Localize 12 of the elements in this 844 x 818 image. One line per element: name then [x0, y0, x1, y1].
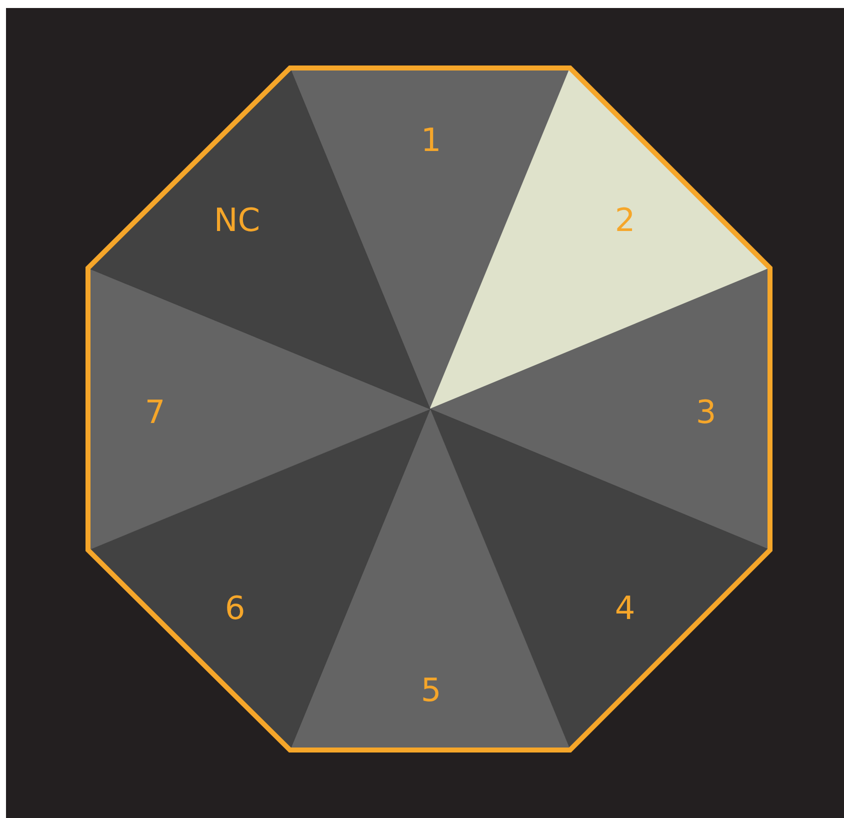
segment-label: 1: [420, 124, 442, 156]
segment-label: 5: [420, 674, 442, 706]
octagon-segment: [290, 68, 570, 409]
segment-label: 3: [696, 396, 716, 428]
octagon-segment: [430, 268, 770, 550]
segment-label: NC: [214, 204, 260, 236]
segment-label: 2: [614, 204, 636, 236]
octagon-segment: [88, 268, 430, 550]
segment-label: 4: [614, 592, 636, 624]
segment-label: 6: [224, 592, 246, 624]
octagon-segment: [290, 409, 570, 750]
segment-label: 7: [144, 396, 166, 428]
